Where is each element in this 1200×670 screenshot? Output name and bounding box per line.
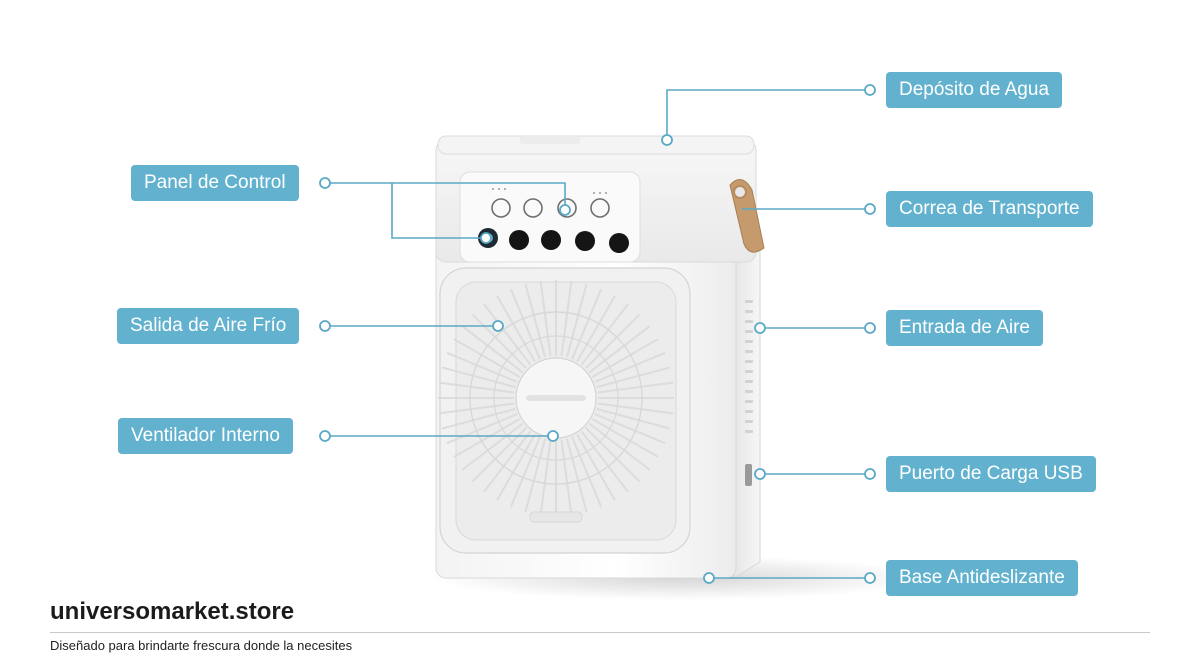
footer-divider [50,632,1150,633]
leader-dot-cold-air-outlet-0 [319,320,331,332]
leader-lines [325,89,870,579]
leader-dot-usb-port-1 [864,468,876,480]
leader-dot-water-tank-0 [661,134,673,146]
leader-dot-control-panel-1 [559,204,571,216]
tank-lid [437,135,755,155]
leader-line-water-tank [666,89,870,140]
control-panel-surface [459,171,641,263]
label-carry-strap: Correa de Transporte [886,191,1093,227]
leader-dot-internal-fan-0 [319,430,331,442]
side-vents [745,300,753,433]
brand-tagline: Diseñado para brindarte frescura donde l… [50,638,353,653]
leader-dot-water-tank-1 [864,84,876,96]
label-control-panel: Panel de Control [131,165,299,201]
control-buttons-top [491,198,610,218]
leader-dot-control-panel-2 [480,232,492,244]
leader-dot-air-inlet-0 [754,322,766,334]
strap-rivet [733,185,747,199]
leader-dot-non-slip-base-0 [703,572,715,584]
fan-ring-outer [469,311,643,485]
leader-line-control-panel [325,182,566,239]
label-water-tank: Depósito de Agua [886,72,1063,108]
leader-dot-air-inlet-1 [864,322,876,334]
usb-port [745,464,752,486]
fan-spokes [438,280,674,516]
label-internal-fan: Ventilador Interno [118,418,293,454]
leader-dot-usb-port-0 [754,468,766,480]
leader-dot-non-slip-base-1 [864,572,876,584]
label-non-slip-base: Base Antideslizante [886,560,1078,596]
brand-name: universomarket.store [50,598,295,625]
fan-ring-inner [493,335,619,461]
leader-dot-control-panel-0 [319,177,331,189]
control-indicator-dots [492,188,607,194]
leader-dot-cold-air-outlet-1 [492,320,504,332]
fan-hub-bar [526,395,586,401]
label-usb-port: Puerto de Carga USB [886,456,1096,492]
tank-lid-cap [520,136,580,144]
leader-dots [319,84,876,584]
leader-dot-internal-fan-1 [547,430,559,442]
leader-dot-carry-strap-0 [864,203,876,215]
label-air-inlet: Entrada de Aire [886,310,1043,346]
fan-bottom-slot [529,511,583,523]
label-cold-air-outlet: Salida de Aire Frío [117,308,300,344]
